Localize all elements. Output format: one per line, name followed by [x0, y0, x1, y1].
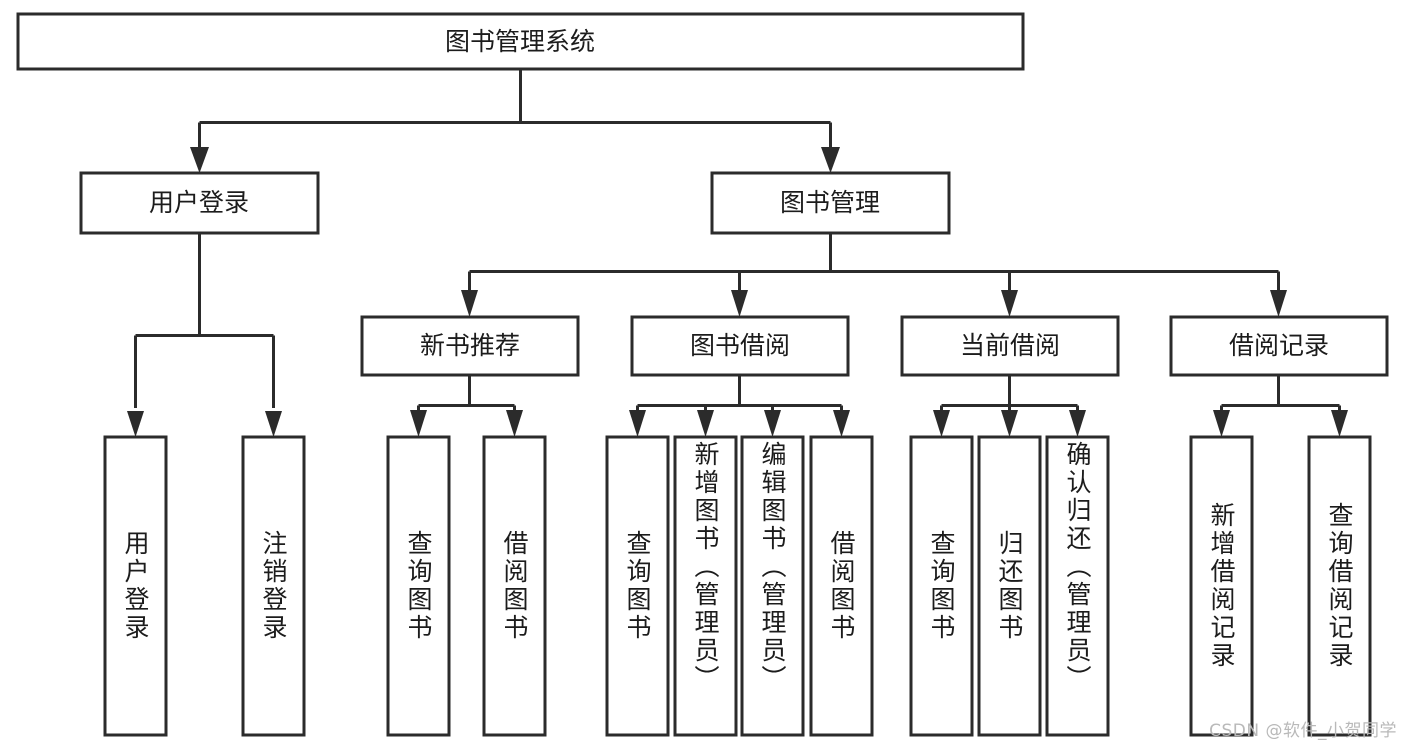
arrow-new-book-leaf-1 — [506, 410, 523, 437]
leaf-box-current-borrow-1[interactable] — [977, 435, 1042, 737]
arrow-book-manage — [821, 147, 840, 173]
node-current-borrow-label: 当前借阅 — [960, 331, 1060, 360]
leaf-box-current-borrow-0[interactable] — [909, 435, 974, 737]
node-borrow-record-label: 借阅记录 — [1229, 331, 1329, 360]
node-user-login[interactable] — [79, 171, 320, 235]
arrow-borrow-record-leaf-0 — [1213, 410, 1230, 437]
leaf-box-new-book-1[interactable] — [482, 435, 547, 737]
arrow-current-borrow-leaf-0 — [933, 410, 950, 437]
leaf-box-book-borrow-0[interactable] — [605, 435, 670, 737]
leaf-box-book-borrow-1[interactable] — [673, 435, 738, 737]
leaf-box-book-borrow-2[interactable] — [740, 435, 805, 737]
node-book-manage-label: 图书管理 — [780, 188, 880, 217]
node-new-book[interactable] — [360, 315, 580, 377]
node-book-borrow-label: 图书借阅 — [690, 331, 790, 360]
arrow-new-book — [461, 290, 478, 317]
arrow-user-login — [190, 147, 209, 173]
leaf-box-user-login-0[interactable] — [103, 435, 168, 737]
arrow-current-borrow-leaf-1 — [1001, 410, 1018, 437]
nodes-layer: 图书管理系统 用户登录 图书管理 新书推荐 图书借阅 当前借阅 借阅记录 — [16, 12, 1389, 377]
node-current-borrow[interactable] — [900, 315, 1120, 377]
node-borrow-record[interactable] — [1169, 315, 1389, 377]
edges-layer — [127, 69, 1348, 437]
arrow-borrow-record-leaf-1 — [1331, 410, 1348, 437]
arrow-borrow-record — [1270, 290, 1287, 317]
arrow-book-borrow-leaf-0 — [629, 410, 646, 437]
leaf-box-user-login-1[interactable] — [241, 435, 306, 737]
arrow-user-login-leaf-0 — [127, 411, 144, 437]
node-root[interactable] — [16, 12, 1025, 71]
node-root-label: 图书管理系统 — [445, 27, 595, 56]
arrow-book-borrow — [731, 290, 748, 317]
arrow-current-borrow — [1001, 290, 1018, 317]
node-new-book-label: 新书推荐 — [420, 331, 520, 360]
arrow-user-login-leaf-1 — [265, 411, 282, 437]
arrow-book-borrow-leaf-3 — [833, 410, 850, 437]
leaf-box-borrow-record-1[interactable] — [1307, 435, 1372, 737]
watermark-text: CSDN @软件_小贺同学 — [1209, 721, 1397, 741]
node-book-borrow[interactable] — [630, 315, 850, 377]
leaf-box-borrow-record-0[interactable] — [1189, 435, 1254, 737]
leaf-box-book-borrow-3[interactable] — [809, 435, 874, 737]
arrow-book-borrow-leaf-1 — [697, 410, 714, 437]
leaf-box-current-borrow-2[interactable] — [1045, 435, 1110, 737]
node-user-login-label: 用户登录 — [149, 188, 249, 217]
leaf-box-new-book-0[interactable] — [386, 435, 451, 737]
leaf-boxes-layer — [103, 435, 1372, 737]
arrow-new-book-leaf-0 — [410, 410, 427, 437]
arrow-current-borrow-leaf-2 — [1069, 410, 1086, 437]
arrow-book-borrow-leaf-2 — [764, 410, 781, 437]
node-book-manage[interactable] — [710, 171, 951, 235]
